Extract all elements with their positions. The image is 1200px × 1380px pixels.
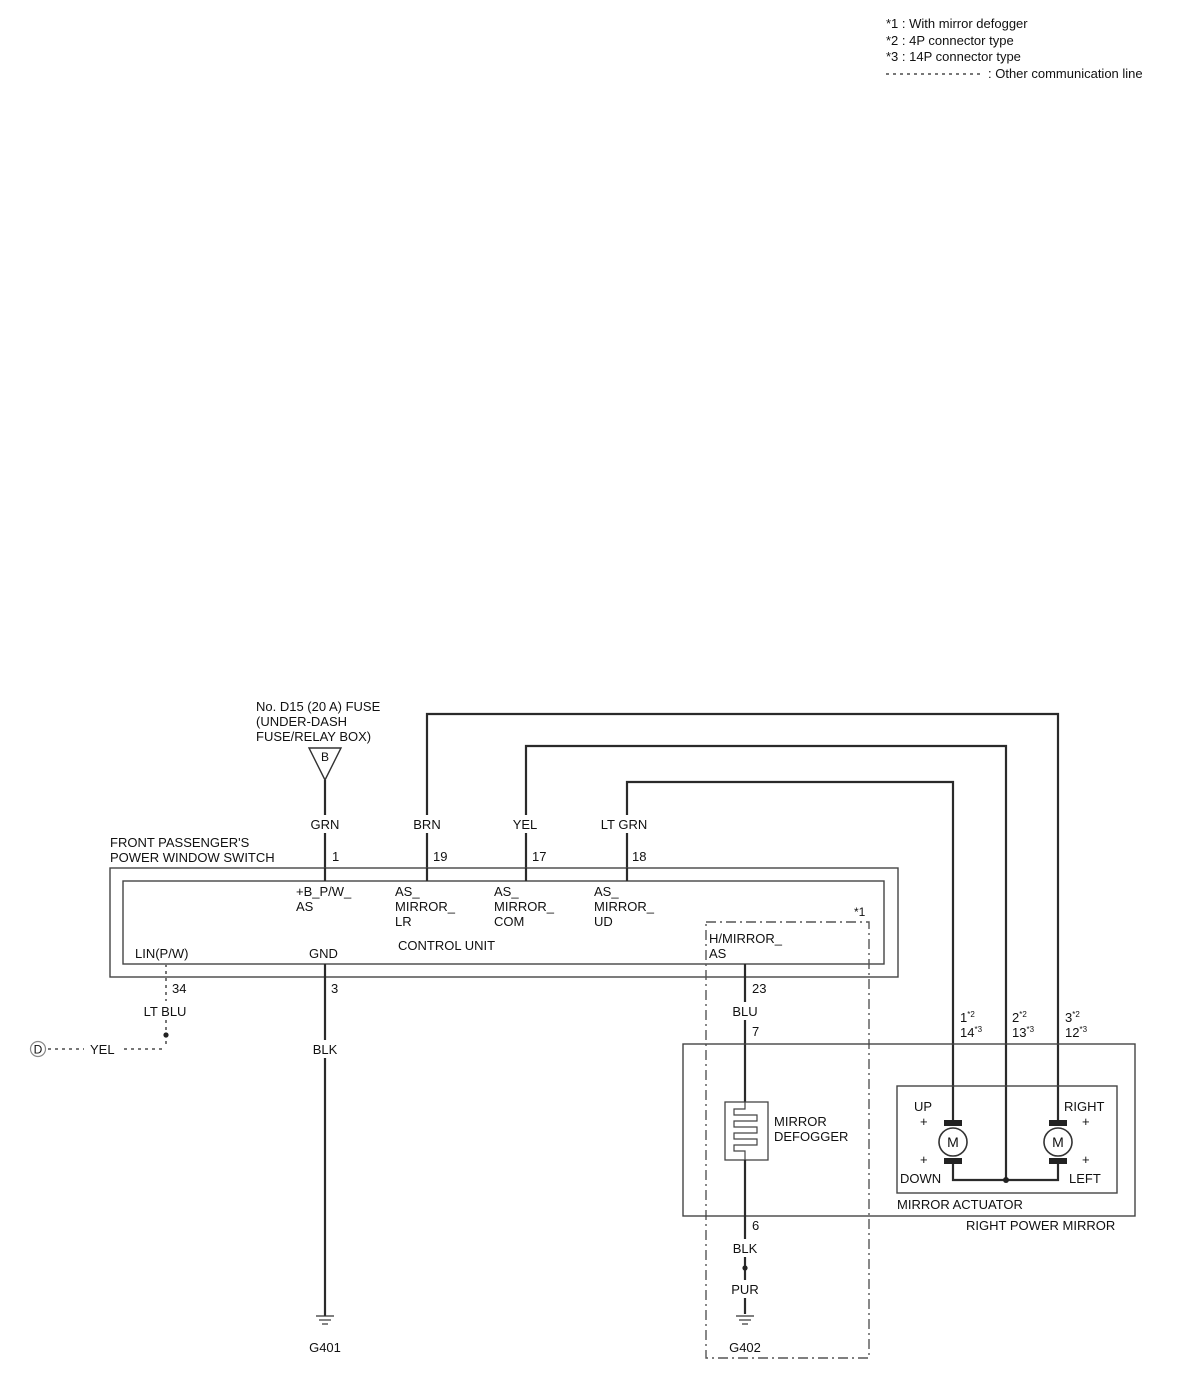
lin-wire-color: YEL	[90, 1042, 115, 1057]
defogger-splice-dot	[742, 1265, 748, 1271]
terminal-h-mirror-as: H/MIRROR_	[709, 931, 783, 946]
terminal-mirror-ud: AS_	[594, 884, 619, 899]
label-down-plus: +	[920, 1152, 928, 1167]
pin-number-18: 18	[632, 849, 646, 864]
pin-number-19: 19	[433, 849, 447, 864]
label-up: UP	[914, 1099, 932, 1114]
terminal-mirror-com-3: COM	[494, 914, 524, 929]
motor-ud-letter: M	[947, 1134, 959, 1150]
motor-lr-letter: M	[1052, 1134, 1064, 1150]
mirror-pin-14: 14*3	[960, 1025, 983, 1040]
pin-number-23: 23	[752, 981, 766, 996]
terminal-mirror-lr-3: LR	[395, 914, 412, 929]
right-power-mirror-label: RIGHT POWER MIRROR	[966, 1218, 1115, 1233]
label-left: LEFT	[1069, 1171, 1101, 1186]
terminal-mirror-lr-2: MIRROR_	[395, 899, 456, 914]
note-14p-connector: *3 : 14P connector type	[886, 49, 1021, 64]
common-junction-dot	[1003, 1177, 1009, 1183]
label-right: RIGHT	[1064, 1099, 1105, 1114]
terminal-b-pw-as: +B_P/W_	[296, 884, 352, 899]
defogger-label-1: MIRROR	[774, 1114, 827, 1129]
defogger-label-2: DEFOGGER	[774, 1129, 848, 1144]
label-right-plus: +	[1082, 1114, 1090, 1129]
ground-g402: G402	[729, 1340, 761, 1355]
fuse-block: No. D15 (20 A) FUSE (UNDER-DASH FUSE/REL…	[256, 699, 381, 782]
option-mark: *1	[854, 905, 866, 919]
wire-color-blk-defogger: BLK	[733, 1241, 758, 1256]
wire-color-lt-blu: LT BLU	[144, 1004, 187, 1019]
control-unit-box	[122, 880, 885, 965]
mirror-actuator-box	[896, 1085, 1118, 1194]
mirror-pin-labels: 1*2 14*3 2*2 13*3 3*2 12*3	[960, 1010, 1088, 1040]
motor-left-right	[1043, 1120, 1073, 1164]
wire-color-pur: PUR	[731, 1282, 758, 1297]
mirror-pin-2: 2*2	[1012, 1010, 1027, 1025]
terminal-lin-pw: LIN(P/W)	[135, 946, 188, 961]
terminal-mirror-lr: AS_	[395, 884, 420, 899]
mirror-pin-3: 3*2	[1065, 1010, 1080, 1025]
right-power-mirror-box	[682, 1043, 1136, 1217]
terminal-mirror-com: AS_	[494, 884, 519, 899]
wire-color-yel: YEL	[513, 817, 538, 832]
label-left-plus: +	[1082, 1152, 1090, 1167]
wire-yel	[524, 744, 1008, 1180]
wire-color-blu: BLU	[732, 1004, 757, 1019]
terminal-mirror-ud-2: MIRROR_	[594, 899, 655, 914]
switch-title-line2: POWER WINDOW SWITCH	[110, 850, 275, 865]
terminal-mirror-com-2: MIRROR_	[494, 899, 555, 914]
wire-color-blk: BLK	[313, 1042, 338, 1057]
fuse-label-line3: FUSE/RELAY BOX)	[256, 729, 371, 744]
label-up-plus: +	[920, 1114, 928, 1129]
power-window-switch: FRONT PASSENGER'S POWER WINDOW SWITCH CO…	[109, 835, 899, 978]
fuse-label-line2: (UNDER-DASH	[256, 714, 347, 729]
note-4p-connector: *2 : 4P connector type	[886, 33, 1014, 48]
mirror-pin-12: 12*3	[1065, 1025, 1088, 1040]
terminal-b-pw-as-2: AS	[296, 899, 314, 914]
motor-up-down	[938, 1120, 968, 1164]
ground-g401: G401	[309, 1340, 341, 1355]
notes-legend: *1 : With mirror defogger *2 : 4P connec…	[886, 16, 1143, 81]
wire-color-lt-grn: LT GRN	[601, 817, 647, 832]
switch-outer-box	[109, 867, 899, 978]
wire-color-brn: BRN	[413, 817, 440, 832]
mirror-pin-1: 1*2	[960, 1010, 975, 1025]
defogger-option-boundary	[705, 921, 870, 1359]
pin-number-1: 1	[332, 849, 339, 864]
pin-number-34: 34	[172, 981, 186, 996]
ground-icon	[316, 1315, 334, 1325]
note-mirror-defogger: *1 : With mirror defogger	[886, 16, 1028, 31]
connector-d-icon	[29, 1040, 47, 1058]
pin-number-3: 3	[331, 981, 338, 996]
splice-dot	[163, 1032, 169, 1038]
terminal-gnd: GND	[309, 946, 338, 961]
fuse-triangle-icon	[307, 747, 343, 782]
switch-title-line1: FRONT PASSENGER'S	[110, 835, 250, 850]
defogger-pin-7: 7	[752, 1024, 759, 1039]
wire-lt-grn	[625, 780, 955, 1120]
label-down: DOWN	[900, 1171, 941, 1186]
wire-color-grn: GRN	[311, 817, 340, 832]
note-communication-line: : Other communication line	[988, 66, 1143, 81]
fuse-connector-letter: B	[321, 750, 329, 764]
terminal-h-mirror-as-2: AS	[709, 946, 727, 961]
mirror-actuator-label: MIRROR ACTUATOR	[897, 1197, 1023, 1212]
control-unit-label: CONTROL UNIT	[398, 938, 495, 953]
connector-d-label: D	[34, 1043, 43, 1057]
mirror-pin-13: 13*3	[1012, 1025, 1035, 1040]
wire-brn	[425, 712, 1060, 1120]
ground-icon-g402	[736, 1315, 754, 1325]
terminal-mirror-ud-3: UD	[594, 914, 613, 929]
pin-number-17: 17	[532, 849, 546, 864]
fuse-label-line1: No. D15 (20 A) FUSE	[256, 699, 381, 714]
mirror-defogger-element	[724, 1101, 769, 1161]
defogger-pin-6: 6	[752, 1218, 759, 1233]
